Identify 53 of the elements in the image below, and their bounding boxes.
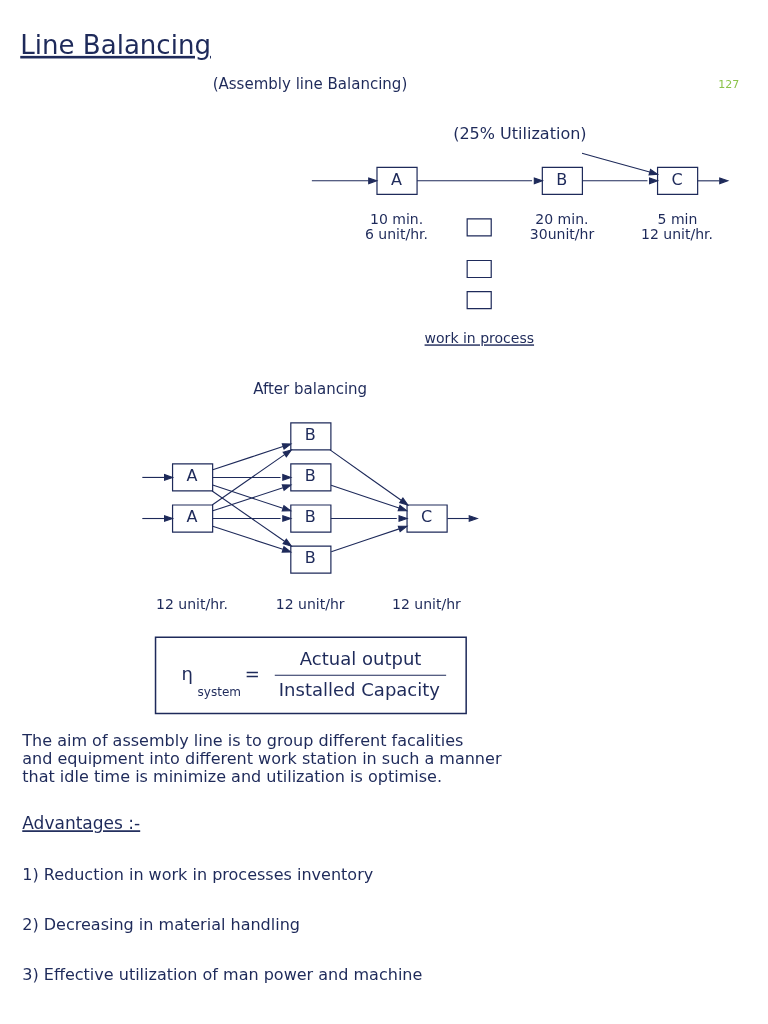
- arrow: [697, 177, 730, 185]
- node-label: 6 unit/hr.: [364, 225, 429, 242]
- arrow: [212, 525, 293, 553]
- label: 12 unit/hr.: [156, 595, 229, 612]
- label: work in process: [424, 330, 535, 347]
- label: 127: [718, 77, 740, 91]
- arrow: [141, 473, 175, 481]
- arrow: [330, 514, 409, 523]
- diagram-title: Line Balancing: [20, 29, 211, 60]
- node-label: 30unit/hr: [529, 225, 595, 242]
- arrow: [212, 443, 293, 471]
- arrow: [330, 525, 409, 553]
- arrow: [211, 448, 293, 506]
- arrow: [446, 514, 479, 523]
- arrow: [416, 177, 544, 185]
- label: 2) Decreasing in material handling: [22, 914, 301, 934]
- label: 3) Effective utilization of man power and machine: [22, 964, 423, 984]
- arrow: [581, 177, 660, 185]
- arrow: [311, 177, 379, 185]
- label: 12 unit/hr: [275, 595, 345, 612]
- label: Advantages :-: [22, 813, 141, 834]
- label: The aim of assembly line is to group different facalities and equipment into different work station in such a manner that idle time is minimize and utilization is optimise.: [22, 731, 502, 787]
- node-box: C: [656, 166, 699, 195]
- label: 1) Reduction in work in processes inventory: [22, 864, 374, 884]
- node-box: B: [290, 545, 332, 574]
- node-label: 12 unit/hr.: [641, 225, 714, 242]
- node-label: 20 min.: [535, 210, 589, 227]
- label: 12 unit/hr: [392, 595, 461, 612]
- arrow: [212, 473, 293, 481]
- node-box: A: [376, 166, 418, 195]
- node-box: B: [290, 463, 332, 492]
- arrow: [212, 514, 293, 523]
- label: After balancing: [253, 380, 368, 399]
- node-label: 10 min.: [369, 210, 424, 227]
- node-box: ηsystem = Actual output Installed Capacity: [154, 636, 467, 715]
- arrow: [141, 514, 175, 523]
- arrow: [212, 484, 293, 512]
- node-text: (25% Utilization): [453, 124, 587, 144]
- node-box: C: [406, 504, 448, 533]
- node-box: A: [171, 463, 214, 492]
- label: (Assembly line Balancing): [212, 74, 408, 93]
- node-box: [466, 218, 492, 237]
- node-box: [466, 290, 492, 310]
- node-box: B: [290, 422, 332, 451]
- arrow: [330, 484, 409, 512]
- arrow: [329, 449, 410, 506]
- node-box: A: [171, 504, 214, 533]
- node-label: 5 min: [657, 210, 698, 227]
- arrow: [581, 152, 660, 176]
- arrow: [211, 490, 293, 547]
- node-box: [466, 259, 492, 279]
- node-box: B: [541, 166, 583, 195]
- node-box: B: [290, 504, 332, 533]
